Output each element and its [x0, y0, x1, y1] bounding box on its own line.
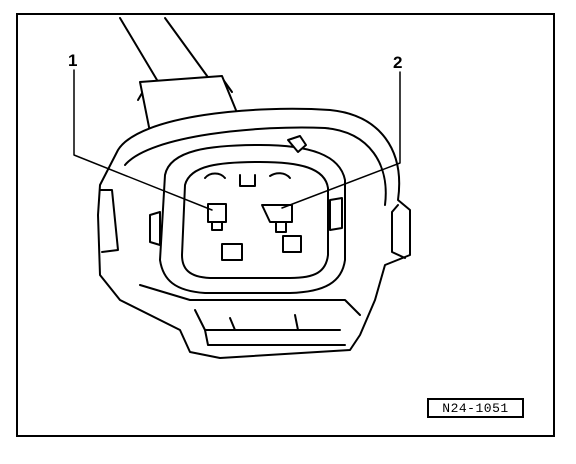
pin-2 [261, 204, 293, 223]
figure-reference-code: N24-1051 [427, 398, 524, 418]
pin-1 [207, 203, 227, 223]
contact-pins [204, 172, 302, 261]
leader-line-1 [73, 69, 213, 211]
pin-4 [282, 235, 302, 253]
callout-2: 2 [393, 53, 403, 72]
pin-3 [221, 243, 243, 261]
socket-frame [159, 144, 346, 294]
side-latch-right [329, 197, 343, 231]
leader-line-2 [281, 71, 401, 209]
lower-shroud [139, 284, 361, 346]
side-latch-left [149, 211, 161, 246]
callout-1: 1 [68, 51, 78, 70]
locking-tab [287, 135, 307, 153]
figure-frame [16, 13, 555, 437]
